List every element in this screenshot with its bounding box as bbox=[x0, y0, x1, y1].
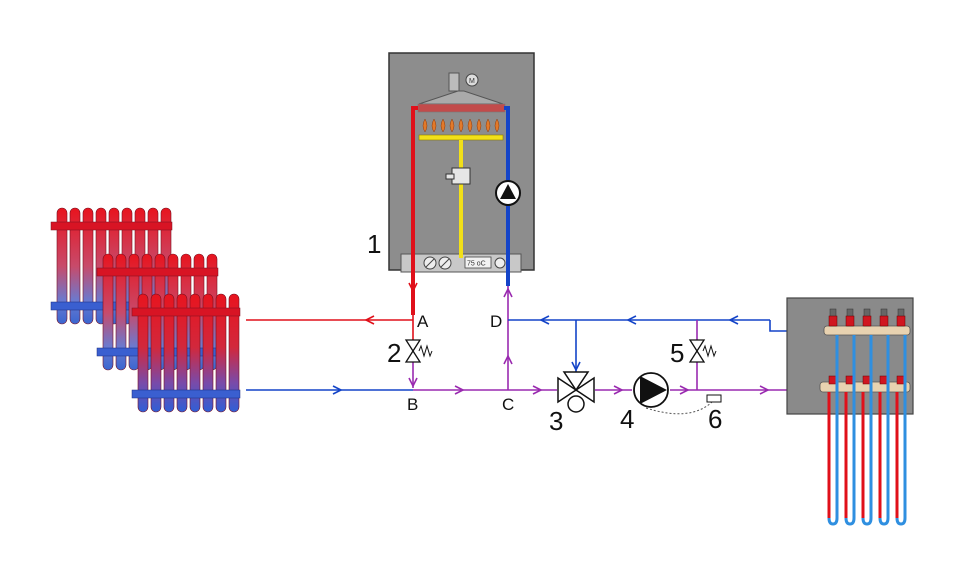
label-pump-4: 4 bbox=[620, 404, 634, 434]
manifold-return-bar bbox=[823, 325, 911, 336]
flame bbox=[494, 118, 500, 133]
label-node-b: B bbox=[407, 395, 418, 414]
radiator-section bbox=[137, 293, 149, 413]
radiator-header bbox=[131, 307, 241, 317]
label-valve-5: 5 bbox=[670, 338, 684, 368]
flame bbox=[431, 118, 437, 133]
manifold-valve-cap bbox=[862, 315, 872, 327]
label-node-d: D bbox=[490, 312, 502, 331]
manifold-valve-cap bbox=[896, 315, 906, 327]
radiator-section bbox=[56, 207, 68, 325]
flame bbox=[440, 118, 446, 133]
radiator-section bbox=[163, 293, 175, 413]
sensor-icon bbox=[706, 394, 722, 403]
radiator-icon bbox=[50, 207, 241, 413]
radiator-section bbox=[202, 293, 214, 413]
radiator-header bbox=[96, 267, 219, 277]
flame bbox=[449, 118, 455, 133]
floor-loop-return bbox=[878, 335, 890, 526]
label-node-c: C bbox=[502, 395, 514, 414]
flame bbox=[476, 118, 482, 133]
boiler-icon: M 75 oC bbox=[388, 52, 535, 315]
manifold-icon bbox=[786, 297, 914, 526]
radiator-header bbox=[131, 389, 241, 399]
flame bbox=[422, 118, 428, 133]
pipework bbox=[246, 282, 830, 415]
flame bbox=[458, 118, 464, 133]
radiator-section bbox=[150, 293, 162, 413]
radiator-section bbox=[115, 253, 127, 371]
label-valve-3: 3 bbox=[549, 406, 563, 436]
label-sensor-6: 6 bbox=[708, 404, 722, 434]
label-boiler: 1 bbox=[367, 229, 381, 259]
radiator-section bbox=[102, 253, 114, 371]
manifold-valve-cap bbox=[845, 315, 855, 327]
radiator-section bbox=[215, 293, 227, 413]
pump-icon bbox=[633, 372, 669, 408]
boiler-temperature-display: 75 oC bbox=[467, 261, 486, 268]
floor-loop-return bbox=[844, 335, 856, 526]
floor-loop-return bbox=[861, 335, 873, 526]
valve-icon bbox=[688, 339, 717, 363]
manifold-valve-cap bbox=[879, 315, 889, 327]
label-valve-2: 2 bbox=[387, 338, 401, 368]
flame bbox=[467, 118, 473, 133]
radiator-section bbox=[189, 293, 201, 413]
radiator-section bbox=[228, 293, 240, 413]
three-way-valve-icon bbox=[557, 371, 595, 413]
radiator-header bbox=[50, 221, 173, 231]
floor-loop-return bbox=[895, 335, 907, 526]
radiator-section bbox=[82, 207, 94, 325]
radiator-section bbox=[69, 207, 81, 325]
burner-flames bbox=[422, 118, 500, 133]
valve-icon bbox=[404, 339, 433, 363]
label-node-a: A bbox=[417, 312, 429, 331]
manifold-valve-cap bbox=[828, 315, 838, 327]
radiator-section bbox=[176, 293, 188, 413]
radiator-front bbox=[131, 293, 241, 413]
flame bbox=[485, 118, 491, 133]
floor-loop-return bbox=[827, 335, 839, 526]
svg-text:M: M bbox=[469, 78, 475, 85]
